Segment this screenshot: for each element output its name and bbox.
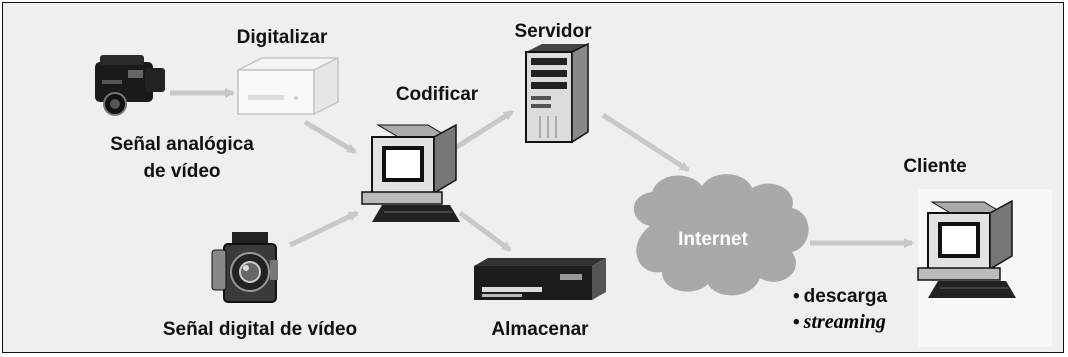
bullet-streaming: •	[793, 312, 800, 333]
delivery-mode-descarga-text: descarga	[803, 286, 888, 307]
arrow-encoder-to-storage	[458, 210, 512, 253]
label-senal-analogica-line2: de vídeo	[143, 161, 221, 182]
delivery-mode-descarga: • descarga	[793, 285, 963, 310]
label-cliente: Cliente	[903, 156, 967, 177]
label-servidor: Servidor	[514, 21, 592, 42]
arrow-server-to-internet	[601, 112, 690, 173]
label-internet: Internet	[678, 229, 748, 250]
delivery-mode-streaming-text: streaming	[803, 311, 886, 333]
analog-camcorder-icon	[95, 55, 165, 116]
label-almacenar: Almacenar	[491, 319, 589, 340]
storage-recorder-icon	[474, 258, 606, 300]
label-codificar: Codificar	[395, 84, 479, 105]
label-senal-analogica: Señal analógica de vídeo	[92, 131, 272, 185]
server-tower-icon	[525, 42, 589, 144]
client-computer-icon	[917, 199, 1016, 298]
label-digitalizar: Digitalizar	[236, 27, 328, 48]
digital-camera-icon	[211, 232, 278, 303]
delivery-mode-streaming: • streaming	[793, 310, 963, 336]
encoder-computer-icon	[361, 123, 460, 222]
bullet-descarga: •	[793, 286, 800, 307]
arrow-camera-to-encoder	[288, 210, 359, 248]
label-senal-digital: Señal digital de vídeo	[162, 319, 358, 340]
arrow-digitizer-to-encoder	[303, 119, 357, 155]
digitizer-device-icon	[237, 56, 339, 116]
arrow-encoder-to-server	[453, 109, 514, 151]
internet-cloud-icon	[633, 174, 809, 296]
label-senal-analogica-line1: Señal analógica	[110, 134, 254, 155]
delivery-mode-list: • descarga • streaming	[793, 285, 963, 336]
